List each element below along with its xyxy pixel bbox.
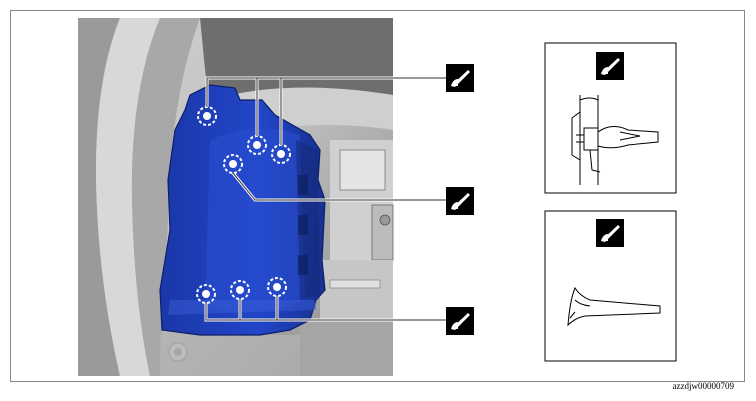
trim-tool-profile — [567, 286, 661, 327]
detail-view-tool — [544, 210, 677, 362]
callout-icon-bottom — [446, 307, 474, 335]
a-pillar-shape — [78, 18, 120, 376]
detail-view-clip — [544, 42, 677, 194]
leader-lines — [205, 77, 446, 321]
clip-marker — [196, 284, 216, 304]
clip-marker — [267, 277, 287, 297]
clip-cross-section — [571, 95, 659, 185]
document-id: azzdjw00000709 — [672, 381, 734, 391]
clip-marker — [230, 280, 250, 300]
detail-trim-tool-icon — [596, 219, 624, 247]
detail-clip-release-icon — [596, 52, 624, 80]
callout-icon-top — [446, 64, 474, 92]
clip-marker — [223, 154, 243, 174]
callout-icon-middle — [446, 187, 474, 215]
door-seal-shape — [95, 18, 160, 376]
trim-panel — [159, 84, 326, 336]
